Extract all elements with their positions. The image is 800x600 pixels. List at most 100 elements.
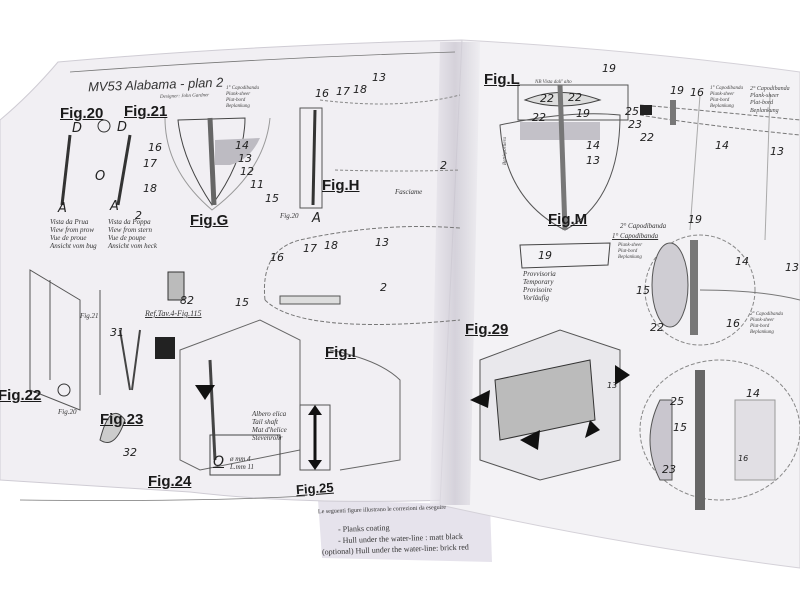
- detail-top-num: 16: [690, 86, 704, 99]
- figl-num: 19: [602, 62, 616, 75]
- fig25-label: Fig.25: [295, 479, 335, 498]
- fig20-label: Fig.20: [60, 105, 104, 122]
- detail-bottom-num: 25: [670, 395, 684, 408]
- figi-num: 18: [324, 239, 338, 252]
- fig21-label: Fig.21: [124, 103, 168, 120]
- detail-top-num: 14: [715, 139, 729, 152]
- figg-num: 18: [143, 182, 157, 195]
- note-line: 2° Capodibanda: [750, 86, 790, 92]
- figg-num: 13: [238, 152, 252, 165]
- caption-line: Vista da Poppa: [108, 218, 151, 226]
- note-line: 2° Capodibanda: [750, 312, 783, 317]
- note-line: Plank-sheer: [618, 243, 643, 248]
- note-line: Plank-sheer: [226, 92, 251, 97]
- left-page: [0, 39, 463, 502]
- fig22-label: Fig.22: [0, 387, 42, 404]
- figl-num: 22: [540, 92, 554, 105]
- detail-mid-num: 14: [735, 255, 749, 268]
- figh-num: 13: [372, 71, 386, 84]
- fig22-ref-b: Fig.20: [58, 408, 77, 416]
- note-line: Plank-sheer: [750, 318, 775, 323]
- figl-num: 14: [586, 139, 600, 152]
- caption-line: Albero elica: [252, 410, 287, 418]
- note-line: Plat-bord: [750, 100, 774, 107]
- figg-num: 12: [240, 165, 254, 178]
- caption-line: Provisoire: [523, 286, 553, 295]
- figi-num: 15: [235, 296, 249, 309]
- note-line: Plank-sheer: [750, 93, 779, 100]
- figg-num: 15: [265, 192, 279, 205]
- fig22-ref-a: Fig.21: [80, 312, 99, 320]
- caption-line: Vue de proue: [50, 234, 87, 243]
- note-line: Beplankung: [226, 104, 250, 109]
- figh-label: Fig.H: [322, 177, 360, 194]
- underlying-sheet: [318, 500, 492, 562]
- figh-num: 17: [336, 85, 350, 98]
- figi-num: 16: [270, 251, 284, 264]
- fig23-num: 32: [123, 446, 137, 459]
- figm-label: Fig.M: [548, 211, 588, 228]
- fig21-letter-d: D: [117, 120, 128, 135]
- figi-num: 2: [380, 281, 387, 294]
- caption-line: Mat d'helice: [252, 426, 287, 435]
- figg-num: 16: [148, 141, 162, 154]
- caption-line: View from stern: [108, 226, 152, 235]
- detail-bottom-num: 16: [738, 454, 749, 463]
- fig23-label: Fig.23: [100, 411, 144, 428]
- fig29-label: Fig.29: [465, 321, 509, 338]
- caption-line: Ansicht vom heck: [108, 242, 157, 251]
- note-line: Plat-bord: [618, 249, 638, 254]
- figl-side-label: Battisportiera: [503, 136, 508, 165]
- note-line: Beplankung: [710, 104, 734, 109]
- figl-note: NB Vista dall' alto: [535, 80, 572, 85]
- figl-num: 22: [568, 91, 582, 104]
- dim-line: ø mm 4: [230, 455, 251, 463]
- detail-mid-num: 16: [726, 317, 740, 330]
- fig20-letter-d: D: [72, 121, 83, 136]
- figh-num: 18: [353, 83, 367, 96]
- note-line: Beplankung: [750, 107, 779, 114]
- caption-line: Temporary: [523, 278, 554, 287]
- figh-letter-a: A: [312, 211, 321, 226]
- note-line: 1° Capodibanda: [226, 86, 259, 91]
- caption-line: Vue de poupe: [108, 234, 146, 243]
- caption-line: Tail shaft: [252, 418, 279, 427]
- detail-top-num: 23: [628, 118, 642, 131]
- figg-num: 11: [250, 178, 264, 191]
- note-line: Plat-bord: [226, 98, 246, 103]
- note-line: 1° Capodibanda: [710, 86, 743, 91]
- detail-mid-num: 22: [650, 321, 664, 334]
- note-line: Plank-sheer: [710, 92, 735, 97]
- fig24-letter-o: O: [213, 454, 225, 470]
- fig21-letter-a: A: [110, 199, 119, 214]
- figl-label: Fig.L: [484, 71, 520, 88]
- detail-bottom-num: 14: [746, 387, 760, 400]
- temporary-label-1: 1° Capodibanda: [612, 232, 659, 240]
- figl-num: 19: [576, 107, 590, 120]
- figg-label: Fig.G: [190, 212, 229, 229]
- note-line: Beplankung: [750, 330, 774, 335]
- caption-line: View from prow: [50, 226, 95, 235]
- temporary-num: 19: [538, 249, 552, 262]
- caption-line: Stevenrohr: [252, 434, 283, 443]
- detail-mid-num: 19: [688, 213, 702, 226]
- fig21-letter-o: O: [95, 169, 106, 184]
- note-line: Plat-bord: [750, 324, 770, 329]
- caption-line: Vista da Prua: [50, 218, 89, 226]
- detail-top-num: 25: [625, 105, 639, 118]
- figh-num: 16: [315, 87, 329, 100]
- detail-mid-num: 13: [785, 261, 799, 274]
- figh-note: Fasciame: [395, 188, 423, 196]
- detail-top-num: 22: [640, 131, 654, 144]
- figl-num: 22: [532, 111, 546, 124]
